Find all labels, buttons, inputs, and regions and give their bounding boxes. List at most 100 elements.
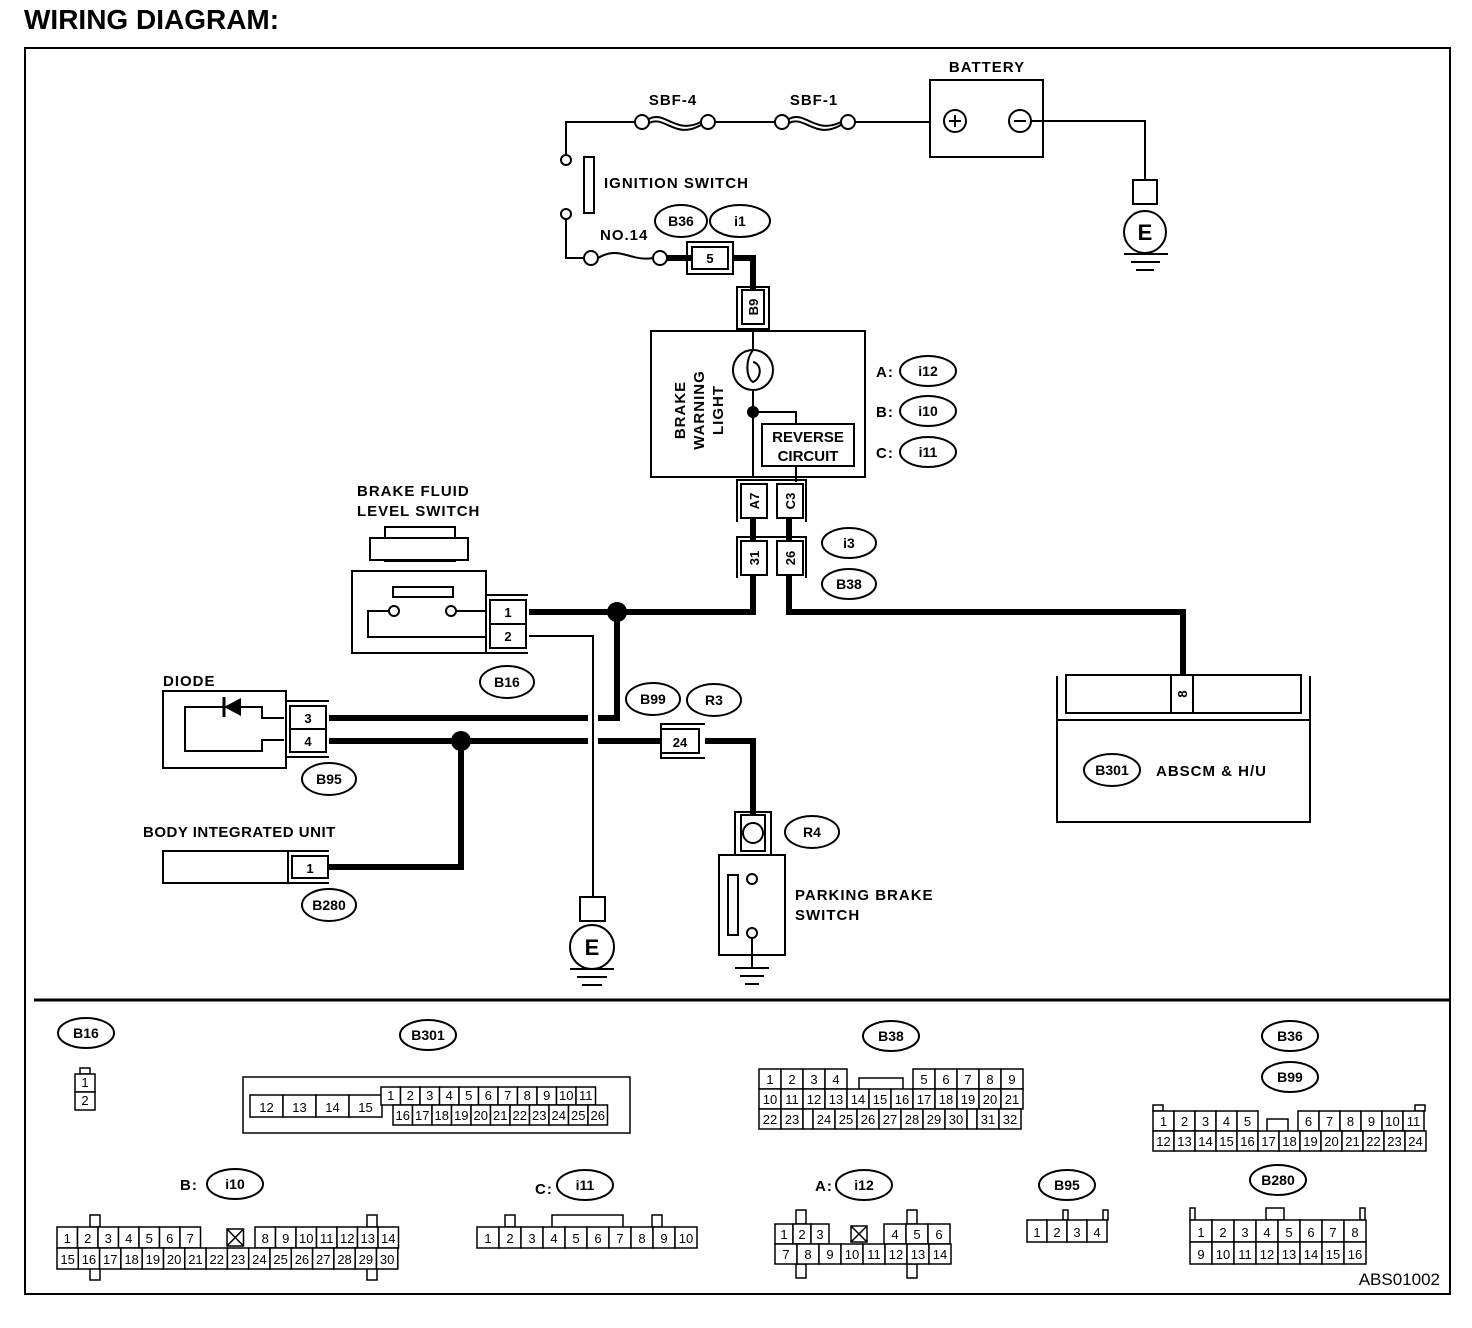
svg-text:6: 6 bbox=[1305, 1114, 1312, 1129]
connector-pin: 30 bbox=[375, 1247, 399, 1270]
svg-text:B301: B301 bbox=[411, 1027, 445, 1043]
legend-oval-b36: B36 bbox=[1261, 1020, 1319, 1052]
svg-text:1: 1 bbox=[766, 1072, 773, 1087]
svg-text:6: 6 bbox=[485, 1088, 492, 1103]
connector-pin: 19 bbox=[141, 1247, 165, 1270]
connector-oval-b95: B95 bbox=[301, 762, 357, 796]
svg-text:13: 13 bbox=[361, 1231, 375, 1246]
body-integrated-unit: BODY INTEGRATED UNIT 1 bbox=[143, 824, 335, 884]
svg-text:i12: i12 bbox=[918, 363, 938, 379]
svg-text:4: 4 bbox=[832, 1072, 839, 1087]
connector-pin: 10 bbox=[295, 1226, 318, 1249]
connector-pin: 23 bbox=[528, 1104, 550, 1126]
brake-warning-light-unit: REVERSE CIRCUIT BRAKE WARNING LIGHT bbox=[650, 329, 866, 482]
connector-pin: 13 bbox=[1277, 1241, 1301, 1265]
connector-pin: 3 bbox=[97, 1226, 120, 1249]
connector-pin: 4 bbox=[824, 1068, 848, 1090]
svg-text:12: 12 bbox=[340, 1231, 354, 1246]
connector-pin: 4 bbox=[1086, 1219, 1108, 1243]
svg-text:2: 2 bbox=[1219, 1225, 1226, 1240]
connector-pin: 23 bbox=[1383, 1130, 1406, 1152]
connector-pin: 3 bbox=[1194, 1110, 1217, 1132]
connector-pin: 4 bbox=[438, 1086, 460, 1106]
battery-label: BATTERY bbox=[949, 59, 1025, 76]
connector-pin: 26 bbox=[856, 1108, 880, 1130]
svg-text:23: 23 bbox=[1387, 1134, 1401, 1149]
svg-text:4: 4 bbox=[550, 1231, 557, 1246]
connector-pin: 16 bbox=[77, 1247, 101, 1270]
connector-pin: 17 bbox=[98, 1247, 122, 1270]
power-circuit: SBF-4 SBF-1 BATTERY E bbox=[560, 59, 1168, 330]
svg-text:10: 10 bbox=[1385, 1114, 1399, 1129]
connector-pin: 14 bbox=[315, 1094, 350, 1118]
svg-text:1: 1 bbox=[1197, 1225, 1204, 1240]
svg-text:26: 26 bbox=[591, 1108, 605, 1123]
svg-text:29: 29 bbox=[359, 1252, 373, 1267]
connector-oval-b99: B99 bbox=[625, 682, 681, 716]
connector-pin: 17 bbox=[411, 1104, 433, 1126]
svg-text:21: 21 bbox=[1005, 1092, 1019, 1107]
legend-oval-i12: i12 bbox=[835, 1169, 893, 1201]
svg-text:14: 14 bbox=[1198, 1134, 1212, 1149]
svg-text:16: 16 bbox=[895, 1092, 909, 1107]
svg-text:BRAKE FLUID: BRAKE FLUID bbox=[357, 483, 470, 500]
ground-icon: E bbox=[569, 896, 615, 986]
svg-text:2: 2 bbox=[81, 1093, 88, 1108]
svg-text:12: 12 bbox=[1156, 1134, 1170, 1149]
connector-pin: 3 bbox=[419, 1086, 441, 1106]
connector-pin: 20 bbox=[978, 1088, 1002, 1110]
svg-text:WARNING: WARNING bbox=[691, 370, 708, 450]
svg-text:23: 23 bbox=[785, 1112, 799, 1127]
connector-pin: 3 bbox=[810, 1223, 830, 1245]
connector-pin: 28 bbox=[900, 1108, 924, 1130]
connector-pin: 28 bbox=[333, 1247, 356, 1270]
svg-text:i11: i11 bbox=[919, 444, 938, 460]
connector-pin: 13 bbox=[824, 1088, 848, 1110]
connector-pin: 10 bbox=[758, 1088, 782, 1110]
connector-pin: 5 bbox=[458, 1086, 480, 1106]
svg-text:24: 24 bbox=[252, 1252, 266, 1267]
connector-pin: 21 bbox=[1341, 1130, 1364, 1152]
svg-text:B280: B280 bbox=[312, 897, 346, 913]
svg-text:11: 11 bbox=[867, 1247, 881, 1262]
svg-text:E: E bbox=[585, 935, 600, 960]
diode-icon bbox=[224, 698, 241, 716]
svg-text:13: 13 bbox=[1177, 1134, 1191, 1149]
connector-pin: 2 bbox=[780, 1068, 804, 1090]
connector-pin: 22 bbox=[205, 1247, 229, 1270]
svg-text:9: 9 bbox=[660, 1231, 667, 1246]
wire-31 bbox=[529, 575, 756, 615]
connector-pin: 18 bbox=[120, 1247, 143, 1270]
svg-text:i1: i1 bbox=[734, 213, 746, 229]
svg-text:10: 10 bbox=[845, 1247, 859, 1262]
svg-text:5: 5 bbox=[146, 1231, 153, 1246]
connector-pin: 18 bbox=[1278, 1130, 1301, 1152]
connector-pin: 15 bbox=[1215, 1130, 1238, 1152]
connector-pin: 15 bbox=[1321, 1241, 1345, 1265]
connector-pin: 2 bbox=[74, 1091, 96, 1111]
connector-pin: 6 bbox=[927, 1223, 951, 1245]
svg-text:1: 1 bbox=[64, 1231, 71, 1246]
svg-text:9: 9 bbox=[826, 1247, 833, 1262]
connector-pin: 24 bbox=[812, 1108, 836, 1130]
ignition-switch: IGNITION SWITCH bbox=[560, 154, 749, 220]
svg-text:13: 13 bbox=[911, 1247, 925, 1262]
svg-text:6: 6 bbox=[935, 1227, 942, 1242]
connector-pin: 1 bbox=[476, 1226, 500, 1249]
fuse-sbf1: SBF-1 bbox=[774, 92, 856, 131]
svg-text:11: 11 bbox=[785, 1092, 799, 1107]
svg-text:B95: B95 bbox=[316, 771, 342, 787]
ignition-switch-label: IGNITION SWITCH bbox=[604, 175, 749, 192]
connector-pin: 7 bbox=[1318, 1110, 1341, 1132]
connector-pin: 13 bbox=[1173, 1130, 1196, 1152]
svg-text:5: 5 bbox=[913, 1227, 920, 1242]
connector-pin: 18 bbox=[934, 1088, 958, 1110]
svg-text:B:: B: bbox=[180, 1177, 198, 1194]
svg-text:B99: B99 bbox=[1277, 1069, 1303, 1085]
connector-pin: 14 bbox=[846, 1088, 870, 1110]
abscm-unit: 8 B301 ABSCM & H/U bbox=[1056, 674, 1311, 823]
svg-text:R3: R3 bbox=[705, 692, 723, 708]
connector-pin: 3 bbox=[1233, 1219, 1257, 1243]
svg-text:31: 31 bbox=[747, 551, 762, 565]
connector-pin: 14 bbox=[1194, 1130, 1217, 1152]
